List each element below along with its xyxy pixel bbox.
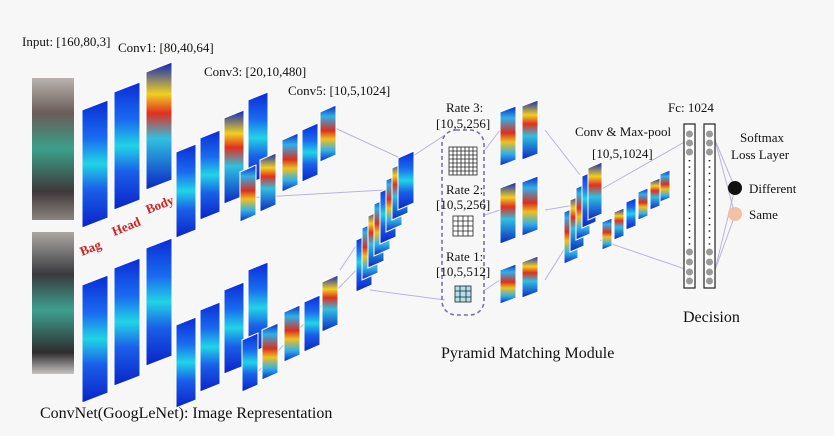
bag-annotation: Bag: [78, 237, 104, 259]
rate2-dim: [10,5,256]: [436, 197, 490, 212]
decision-caption: Decision: [683, 309, 740, 326]
input-label: Input: [160,80,3]: [22, 34, 110, 49]
conv5-label: Conv5: [10,5,1024]: [288, 83, 390, 98]
rate1-label: Rate 1:: [446, 249, 483, 264]
head-annotation: Head: [110, 213, 144, 238]
conv-maxpool-dim: [10,5,1024]: [592, 146, 653, 161]
top-image-stream: [32, 61, 337, 239]
pyramid-caption: Pyramid Matching Module: [441, 345, 614, 362]
rate1-dim: [10,5,512]: [436, 264, 490, 279]
different-label: Different: [749, 181, 797, 196]
conv1-maps-top: [81, 61, 173, 229]
conv3-maps-top: [175, 91, 269, 239]
fc-layer-2: [703, 123, 716, 289]
pyramid-output-maps: [499, 99, 539, 305]
dilated-kernel-rate1: [454, 285, 472, 303]
conv3-label: Conv3: [20,10,480]: [204, 64, 306, 79]
fc-label: Fc: 1024: [668, 100, 714, 115]
concatenated-feature-stack: [355, 150, 415, 293]
conv5-maps-top: [239, 104, 337, 223]
dilated-kernel-rate3: [448, 146, 478, 176]
conv-maxpool-label: Conv & Max-pool: [575, 124, 671, 139]
softmax-label-line2: Loss Layer: [731, 147, 790, 162]
body-annotation: Body: [144, 192, 177, 217]
bottom-image-stream: [32, 232, 339, 409]
conv5-maps-bottom: [241, 274, 339, 393]
convnet-caption: ConvNet(GoogLeNet): Image Representation: [40, 405, 332, 422]
conv-maxpool-stack: [563, 161, 671, 265]
pyramid-dashed-box: [441, 129, 485, 316]
rate3-label: Rate 3:: [446, 100, 483, 115]
conv1-label: Conv1: [80,40,64]: [118, 40, 214, 55]
same-label: Same: [749, 207, 778, 222]
input-photo-bottom: [32, 232, 74, 374]
input-photo-top: [32, 78, 74, 220]
different-node: [728, 181, 742, 195]
same-node: [728, 207, 742, 221]
conv1-maps-bottom: [81, 237, 173, 404]
dilated-kernel-rate2: [452, 215, 474, 237]
rate2-label: Rate 2:: [446, 182, 483, 197]
conv3-maps-bottom: [175, 261, 269, 409]
softmax-label-line1: Softmax: [740, 130, 785, 145]
rate3-dim: [10,5,256]: [436, 116, 490, 131]
fc-layer-1: [683, 123, 696, 289]
